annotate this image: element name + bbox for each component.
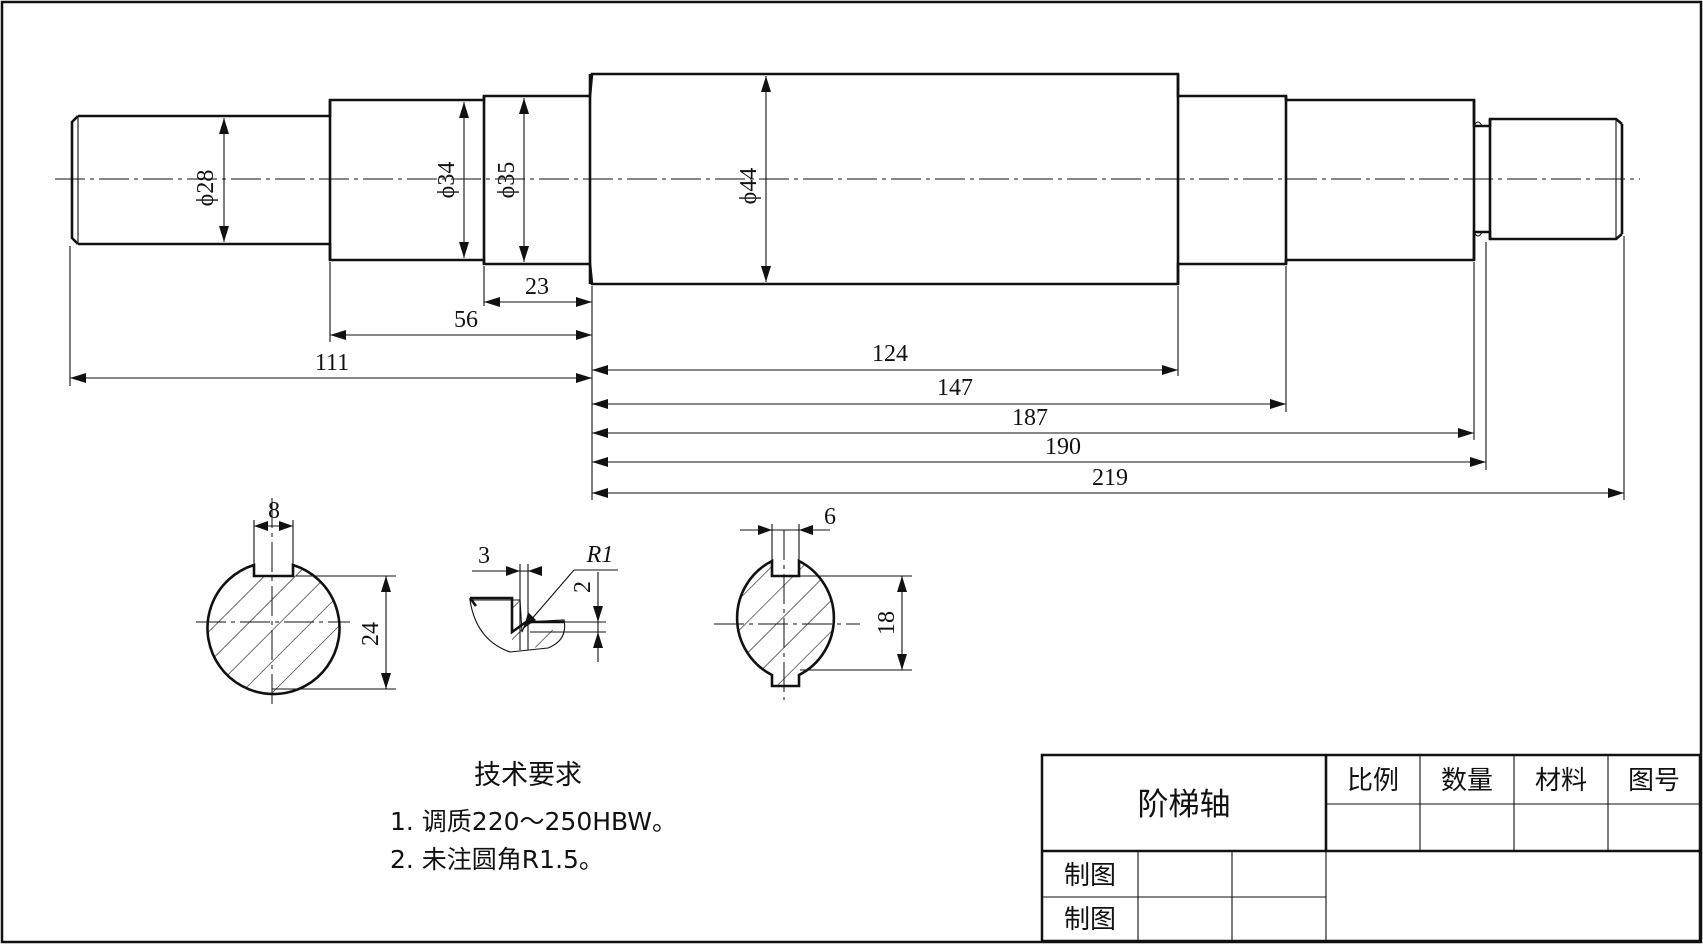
dim-len-187: 187: [1012, 405, 1048, 431]
dim-groove-width: 3: [478, 543, 490, 569]
dim-left-keyway-depth: 24: [358, 622, 384, 646]
title-block: 阶梯轴 比例 数量 材料 图号 制图 制图: [1040, 753, 1702, 943]
left-section-body: [206, 563, 341, 696]
dim-dia-34: ϕ34: [434, 162, 460, 199]
dim-right-keyway-width: 6: [824, 504, 836, 530]
tech-req-title: 技术要求: [474, 760, 582, 791]
dim-len-190: 190: [1045, 434, 1081, 460]
title-header-drawing-no: 图号: [1628, 766, 1680, 796]
title-row-label: 制图: [1064, 861, 1116, 891]
dim-len-56: 56: [454, 307, 478, 333]
shaft-upper-outline: [78, 72, 1623, 128]
dim-groove-radius: R1: [586, 542, 614, 568]
groove-detail: 3 R1 2: [468, 542, 618, 662]
dim-len-124: 124: [872, 341, 908, 367]
dim-len-147: 147: [937, 375, 973, 401]
shaft-main-view: ϕ28 ϕ34 ϕ35 ϕ44 23 56: [55, 72, 1640, 500]
dim-right-keyway-depth: 18: [874, 611, 900, 635]
dim-len-111: 111: [315, 350, 349, 376]
title-header-quantity: 数量: [1441, 766, 1493, 796]
shaft-left-end: [70, 115, 79, 245]
technical-requirements: 技术要求 1. 调质220～250HBW。 2. 未注圆角R1.5。: [390, 760, 677, 874]
dim-dia-28: ϕ28: [193, 170, 219, 207]
part-name: 阶梯轴: [1138, 787, 1231, 823]
title-header-scale: 比例: [1347, 766, 1399, 796]
dim-len-219: 219: [1092, 465, 1128, 491]
tech-req-item: 1. 调质220～250HBW。: [390, 807, 677, 836]
dim-dia-44: ϕ44: [736, 168, 762, 205]
title-row-label: 制图: [1064, 905, 1116, 935]
dim-len-23: 23: [525, 274, 549, 300]
section-left-keyway: 8 24: [196, 498, 396, 704]
title-header-material: 材料: [1535, 766, 1587, 796]
dim-dia-35: ϕ35: [494, 162, 520, 199]
shaft-lower-outline: [78, 230, 1623, 286]
dim-left-keyway-width: 8: [268, 498, 280, 524]
tech-req-item: 2. 未注圆角R1.5。: [390, 845, 604, 874]
section-right-keyway: 6 18: [714, 504, 912, 700]
dim-groove-depth: 2: [570, 581, 596, 593]
